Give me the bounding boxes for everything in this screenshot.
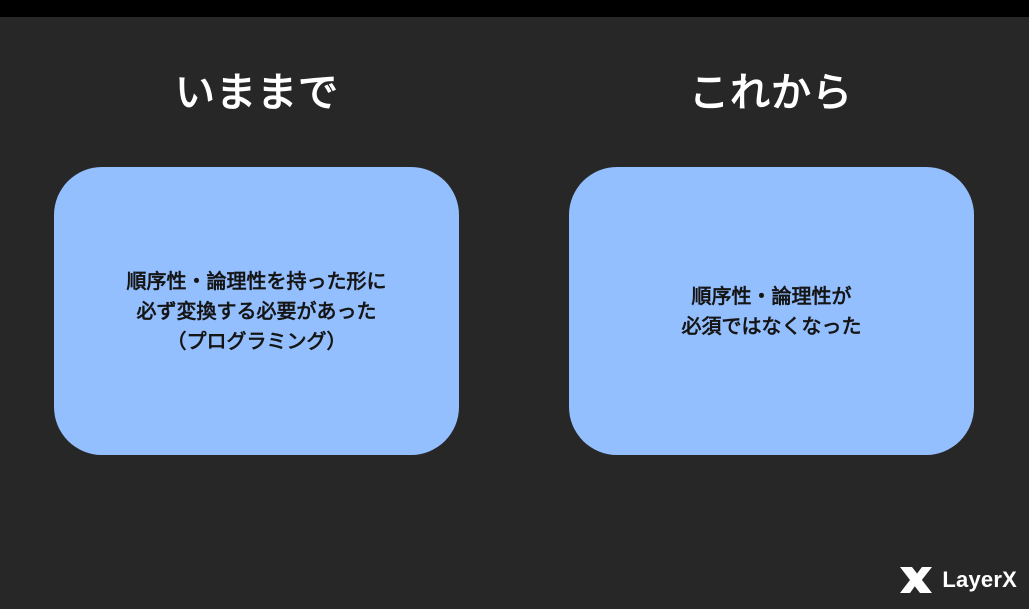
right-card-line: 必須ではなくなった [681,314,862,338]
right-card-text: 順序性・論理性が 必須ではなくなった [682,281,862,341]
left-card-text: 順序性・論理性を持った形に 必ず変換する必要があった （プログラミング） [127,266,387,356]
presentation-slide: いままで これから 順序性・論理性を持った形に 必ず変換する必要があった （プロ… [0,17,1029,609]
right-card-line: 順序性・論理性が [691,284,852,308]
left-card: 順序性・論理性を持った形に 必ず変換する必要があった （プログラミング） [54,167,459,455]
left-column-heading: いままで [175,70,339,116]
left-card-line: 順序性・論理性を持った形に [126,269,387,293]
layerx-logo: LayerX [898,565,1017,595]
left-card-line: 必ず変換する必要があった [136,299,377,323]
layerx-logo-icon [898,565,934,595]
right-column-heading: これから [689,70,853,116]
logo-text: LayerX [942,567,1017,592]
left-card-line: （プログラミング） [166,329,347,353]
right-card: 順序性・論理性が 必須ではなくなった [569,167,974,455]
